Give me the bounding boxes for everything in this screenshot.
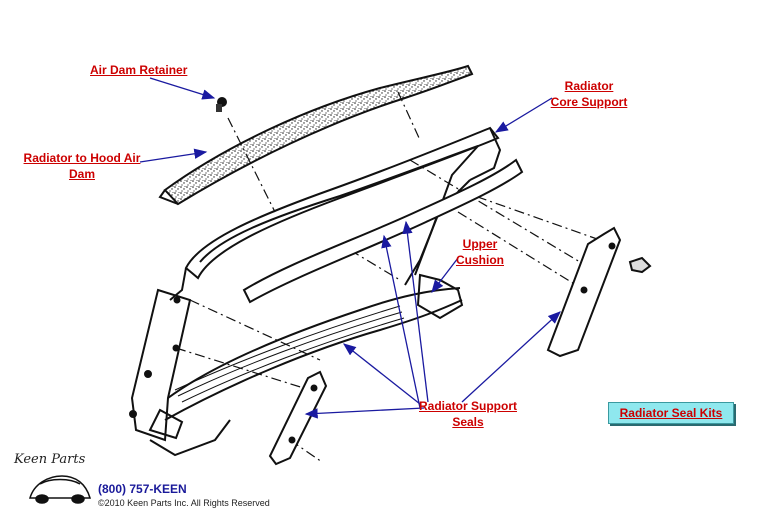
callout-radiator-core-support[interactable]: Radiator Core Support xyxy=(544,78,634,110)
air-dam-retainer-part xyxy=(216,97,227,112)
callout-radiator-support-seals[interactable]: Radiator Support Seals xyxy=(410,398,526,430)
upper-cushion-part xyxy=(242,158,524,304)
leader-seal-3 xyxy=(342,343,421,405)
leader-air-dam-retainer xyxy=(149,77,216,100)
callout-line: Cushion xyxy=(456,253,504,267)
radiator-core-support-part xyxy=(169,126,502,301)
callout-line: Radiator xyxy=(564,79,614,93)
keen-parts-logo xyxy=(29,475,91,504)
footer-phone: (800) 757-KEEN xyxy=(98,482,187,496)
leader-seal-5 xyxy=(461,311,561,403)
callout-line: Radiator Support xyxy=(419,399,517,413)
callout-upper-cushion[interactable]: Upper Cushion xyxy=(448,236,512,268)
leader-seal-1 xyxy=(381,234,421,409)
callout-air-dam-retainer[interactable]: Air Dam Retainer xyxy=(90,63,188,77)
right-support-seal-part xyxy=(546,226,652,358)
callout-line: Seals xyxy=(452,415,484,429)
callout-line: Radiator to Hood Air xyxy=(23,151,141,165)
leader-seal-4 xyxy=(304,407,425,419)
callout-line: Upper xyxy=(462,237,498,251)
air-dam-part xyxy=(158,64,474,206)
leader-upper-cushion xyxy=(431,257,459,294)
logo-wordmark: Keen Parts xyxy=(14,452,86,467)
leader-seal-2 xyxy=(402,220,429,403)
callout-line: Dam xyxy=(68,167,95,181)
leader-radiator-to-hood-air-dam xyxy=(139,148,208,163)
left-support-seal-part xyxy=(268,370,328,466)
radiator-seal-kits-button[interactable]: Radiator Seal Kits xyxy=(608,402,734,424)
callout-line: Core Support xyxy=(550,95,628,109)
callout-radiator-to-hood-air-dam[interactable]: Radiator to Hood Air Dam xyxy=(22,150,142,182)
leader-arrows xyxy=(139,77,561,419)
leader-radiator-core-support xyxy=(494,97,553,133)
footer-copyright: ©2010 Keen Parts Inc. All Rights Reserve… xyxy=(98,498,270,508)
